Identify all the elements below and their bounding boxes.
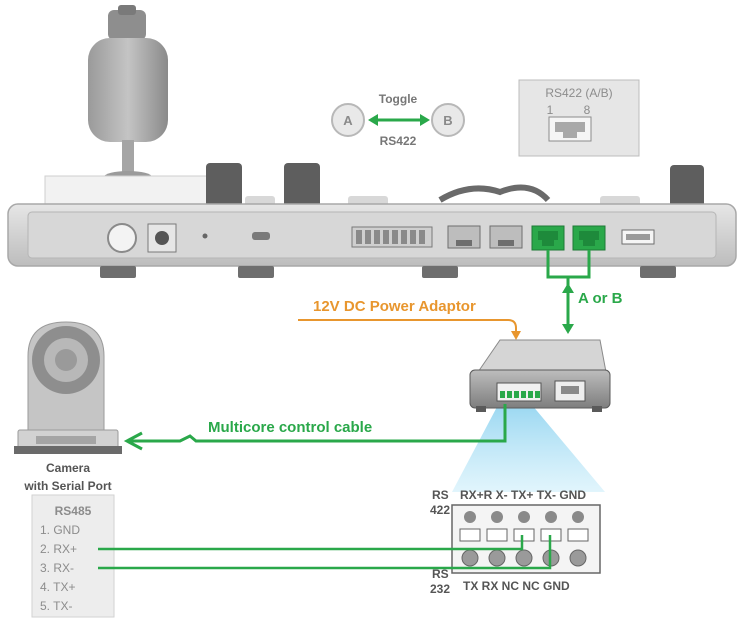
arrow-left-icon — [123, 431, 143, 451]
toggle-a-label: A — [343, 113, 353, 128]
arrow-left-icon — [368, 114, 378, 126]
rs485-pinout: RS485 1. GND 2. RX+ 3. RX- 4. TX+ 5. TX- — [31, 494, 115, 618]
rs485-pin-1: 1. GND — [40, 523, 80, 537]
power-adaptor-label: 12V DC Power Adaptor — [313, 298, 476, 315]
arrow-right-icon — [420, 114, 430, 126]
terminal-detail: RS 422 RX+R X- TX+ TX- GND RS 232 TX RX … — [430, 488, 601, 596]
camera-label-line1: Camera — [46, 461, 90, 475]
rs485-title: RS485 — [55, 504, 92, 518]
serial-converter — [469, 339, 611, 412]
rs485-wiring — [98, 535, 552, 570]
multicore-cable: Multicore control cable — [123, 404, 507, 451]
port-selector-bracket: A or B — [546, 250, 623, 334]
rs422-side-label-bottom: 422 — [430, 503, 450, 517]
rs485-pin-3: 3. RX- — [40, 561, 74, 575]
camera-label-line2: with Serial Port — [23, 479, 111, 493]
cable-label: Multicore control cable — [208, 419, 372, 436]
terminal-bottom-pins: TX RX NC NC GND — [463, 579, 570, 593]
rs485-pin-4: 4. TX+ — [40, 580, 75, 594]
rs422-pinout-box: RS422 (A/B) 1 8 — [518, 79, 640, 157]
rj45-icon — [555, 122, 585, 132]
toggle-title: Toggle — [379, 92, 418, 106]
toggle-b-label: B — [443, 113, 452, 128]
rs422-port-a — [531, 225, 565, 251]
rs422-box-title: RS422 (A/B) — [545, 86, 612, 100]
arrow-up-icon — [562, 283, 574, 293]
ptz-controller — [7, 5, 737, 278]
zoom-beam — [452, 405, 605, 492]
rs422-pin-last: 8 — [584, 103, 591, 117]
a-or-b-label: A or B — [578, 290, 623, 307]
joystick — [88, 5, 168, 183]
toggle-subtitle: RS422 — [380, 134, 417, 148]
rs232-side-label-top: RS — [432, 567, 449, 581]
arrow-down-icon — [511, 331, 521, 340]
rs232-side-label-bottom: 232 — [430, 582, 450, 596]
rs422-pin-first: 1 — [547, 103, 554, 117]
rs422-side-label-top: RS — [432, 488, 449, 502]
rs485-pin-5: 5. TX- — [40, 599, 72, 613]
ptz-camera: Camera with Serial Port — [14, 321, 122, 493]
rs485-pin-2: 2. RX+ — [40, 542, 77, 556]
arrow-down-icon — [562, 324, 574, 334]
rs422-port-b — [572, 225, 606, 251]
toggle-indicator: Toggle A B RS422 — [331, 92, 465, 148]
power-adaptor-line: 12V DC Power Adaptor — [298, 298, 521, 340]
terminal-top-pins: RX+R X- TX+ TX- GND — [460, 488, 586, 502]
